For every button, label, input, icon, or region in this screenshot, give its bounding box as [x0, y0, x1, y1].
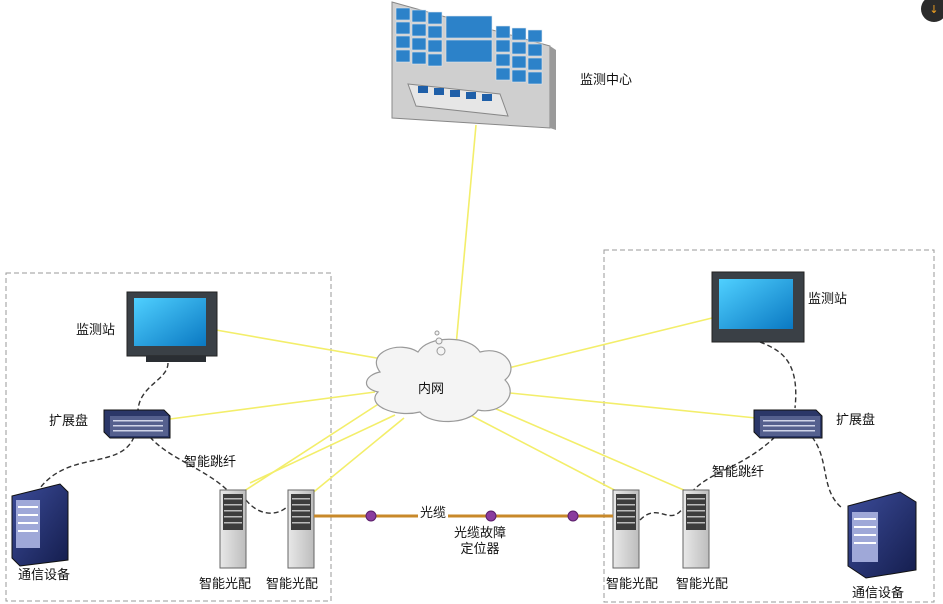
label-right-comm: 通信设备 — [852, 586, 905, 601]
fault-locator-node — [485, 510, 497, 522]
cable-node-1 — [365, 510, 377, 522]
left-odf-cabinet-2-icon — [287, 489, 315, 569]
right-comm-device-icon — [847, 491, 917, 579]
network-links — [169, 124, 757, 496]
label-left-station: 监测站 — [76, 323, 116, 338]
label-cable: 光缆 — [418, 506, 449, 522]
left-station-monitor-icon — [126, 291, 218, 362]
label-fault-locator: 光缆故障 定位器 — [454, 526, 507, 557]
left-comm-device-icon — [11, 483, 69, 567]
intranet-cloud-icon — [366, 330, 512, 423]
label-left-jumper: 智能跳纤 — [184, 455, 237, 470]
label-monitoring-center: 监测中心 — [580, 73, 633, 88]
download-arrow-icon[interactable]: ↓ — [921, 0, 943, 22]
label-right-station: 监测站 — [808, 292, 848, 307]
right-station-monitor-icon — [711, 271, 805, 343]
left-station-box — [5, 272, 332, 602]
label-left-odf-1: 智能光配 — [199, 577, 252, 592]
right-expansion-unit-icon — [753, 409, 823, 439]
label-intranet: 内网 — [418, 382, 445, 397]
monitoring-center-icon — [391, 1, 556, 130]
label-left-expansion: 扩展盘 — [49, 414, 89, 429]
label-right-odf-1: 智能光配 — [606, 577, 659, 592]
cable-node-2 — [567, 510, 579, 522]
left-odf-cabinet-1-icon — [219, 489, 247, 569]
right-station-box — [603, 249, 935, 603]
label-left-odf-2: 智能光配 — [266, 577, 319, 592]
label-right-jumper: 智能跳纤 — [712, 465, 765, 480]
label-right-odf-2: 智能光配 — [676, 577, 729, 592]
label-right-expansion: 扩展盘 — [836, 413, 876, 428]
right-odf-cabinet-1-icon — [612, 489, 640, 569]
right-odf-cabinet-2-icon — [682, 489, 710, 569]
left-expansion-unit-icon — [103, 409, 171, 439]
label-left-comm: 通信设备 — [18, 568, 71, 583]
